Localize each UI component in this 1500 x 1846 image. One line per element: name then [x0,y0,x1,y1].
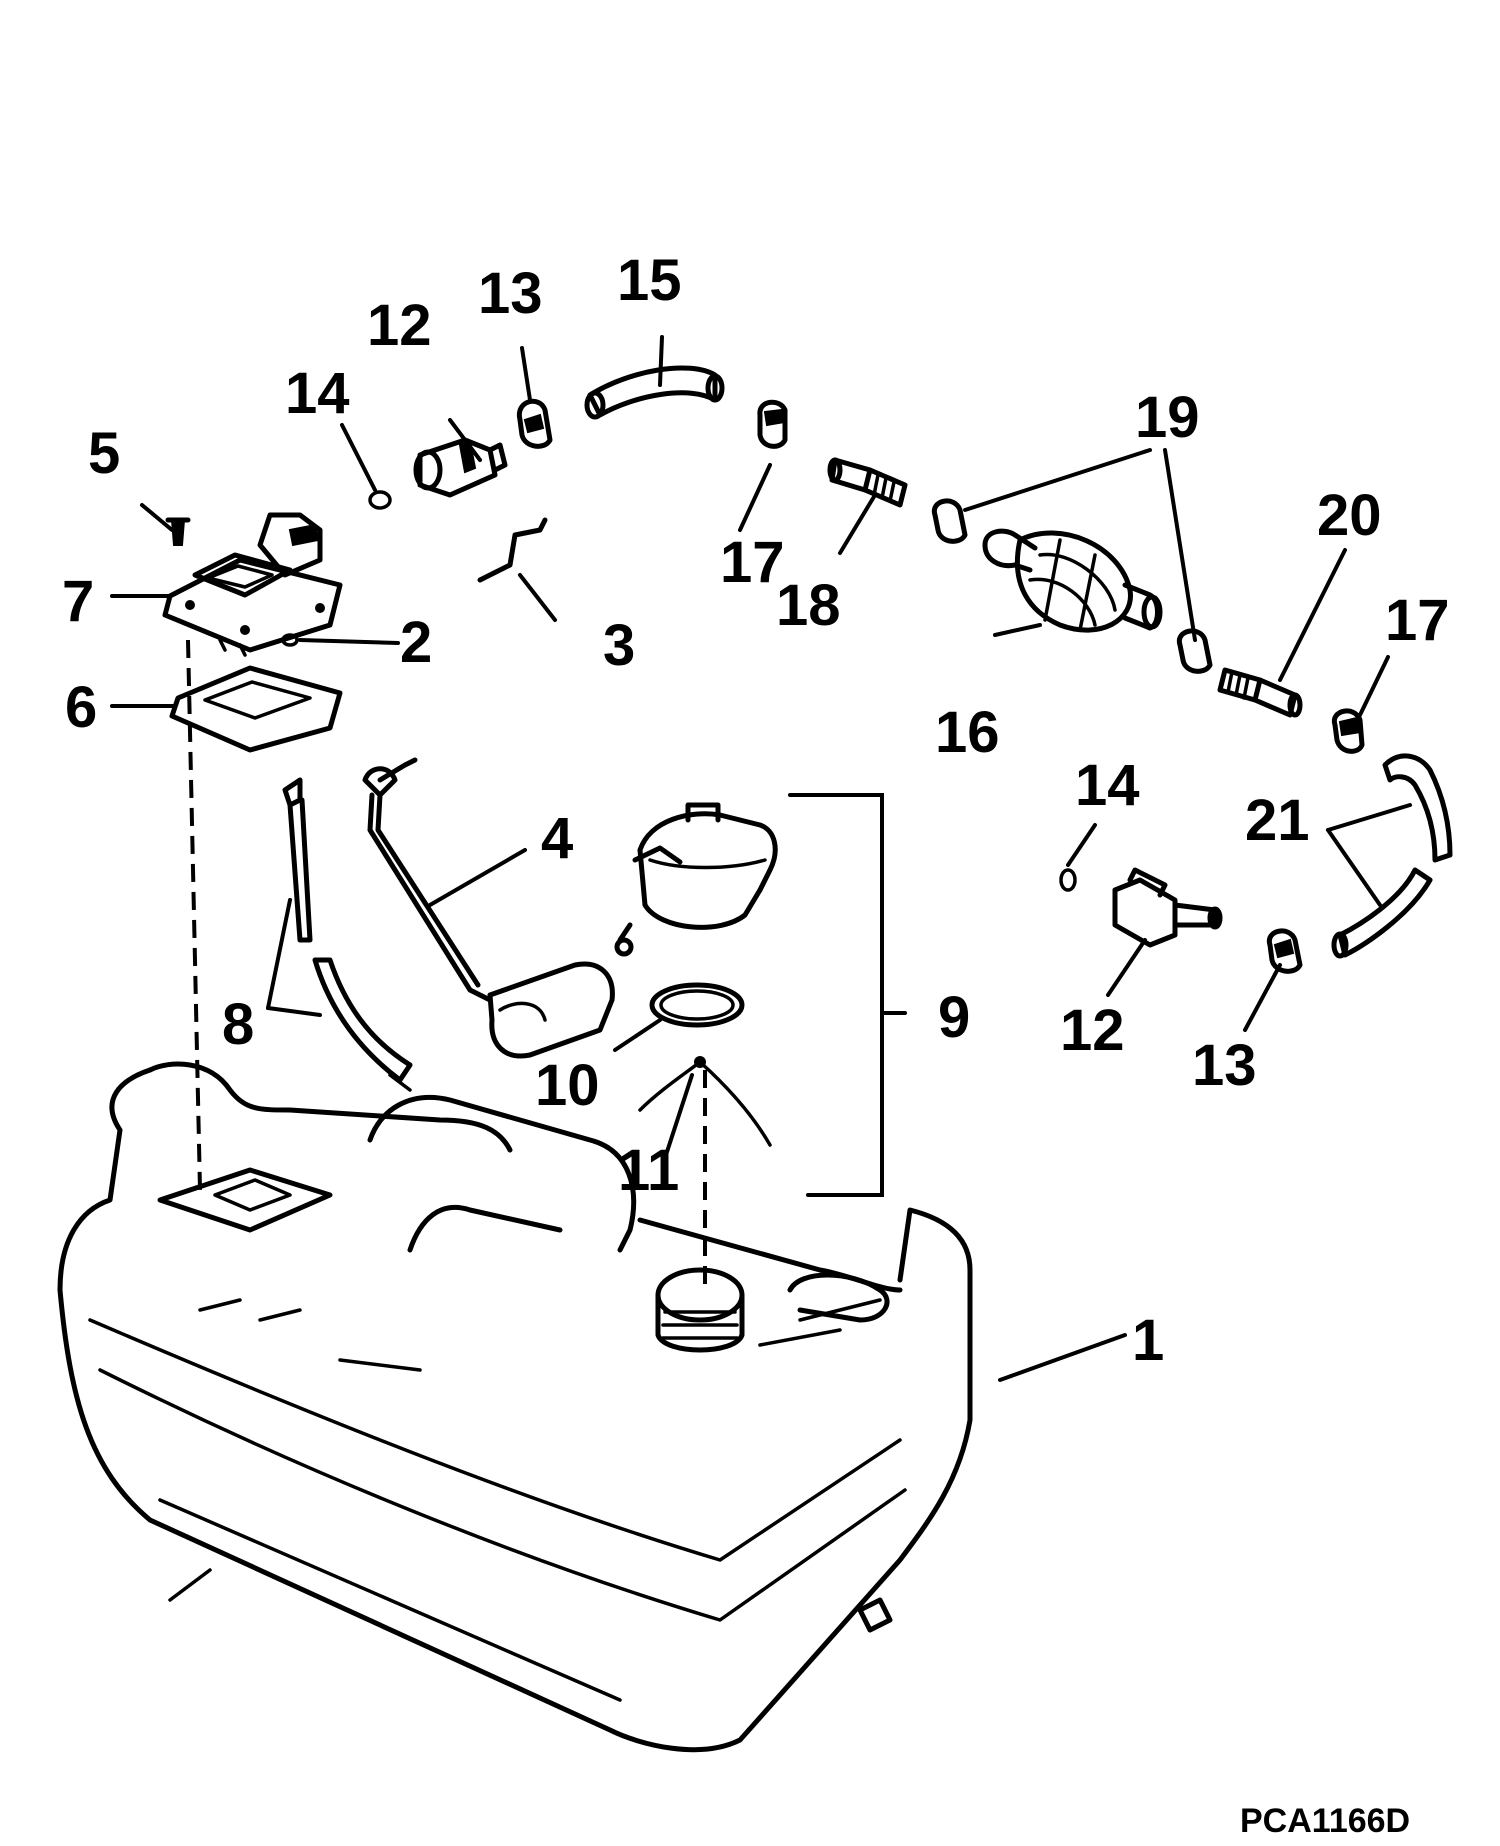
clamp-19-right [1176,628,1213,674]
outlet-housing [162,512,343,657]
clamp-17-upper [757,399,788,449]
callout-17-right: 17 [1385,588,1450,653]
callout-13-lower: 13 [1192,1033,1257,1098]
callout-18: 18 [776,573,841,638]
hose-short [584,365,725,420]
clamp-17-right [1331,708,1365,754]
screw [165,517,191,546]
clamp-19-left [931,498,968,544]
callout-12-lower: 12 [1060,998,1125,1063]
callout-21: 21 [1245,788,1310,853]
callout-6: 6 [65,675,97,740]
callout-16: 16 [935,700,1000,765]
clamp-lower [1266,928,1303,974]
o-ring-lower [1059,868,1077,892]
alignment-line-left [186,639,202,1191]
leader-lines [110,335,1412,1382]
callout-15: 15 [617,248,682,313]
callout-13-upper: 13 [478,261,543,326]
callout-11: 11 [618,1138,679,1203]
callout-12-upper: 12 [367,293,432,358]
filler-cap [614,802,778,957]
callout-5: 5 [88,421,120,486]
gasket [169,665,343,753]
callout-8: 8 [222,992,254,1057]
fitting-20 [1217,667,1303,718]
fuel-tank [57,1061,973,1753]
callout-1: 1 [1132,1308,1164,1373]
callout-2: 2 [400,610,432,675]
float-arm [362,757,615,1059]
drawing-code: PCA1166D [1240,1802,1410,1840]
pickup-tube [282,777,413,1092]
hose-21-lower [1331,867,1433,959]
connector-upper [413,437,508,498]
callout-20: 20 [1317,483,1382,548]
connector-lower [1112,867,1223,948]
callout-labels: 1 2 3 4 5 6 7 8 9 10 11 12 12 13 13 14 1… [62,248,1450,1373]
callout-14-upper: 14 [285,361,350,426]
o-ring-upper [368,490,392,510]
clip [477,517,548,583]
o-ring-small [281,633,299,647]
callout-19: 19 [1135,385,1200,450]
cap-gasket [649,982,745,1028]
callout-3: 3 [603,613,635,678]
primer-bulb [982,528,1163,633]
hose-21-upper [1382,753,1453,863]
callout-4: 4 [541,806,573,871]
callout-9: 9 [938,985,970,1050]
callout-14-lower: 14 [1075,753,1140,818]
callout-7: 7 [62,569,94,634]
callout-10: 10 [535,1053,600,1118]
clamp-upper [516,398,553,449]
callout-17-upper: 17 [720,530,785,595]
tether [638,1056,772,1147]
fitting-18 [827,457,908,508]
